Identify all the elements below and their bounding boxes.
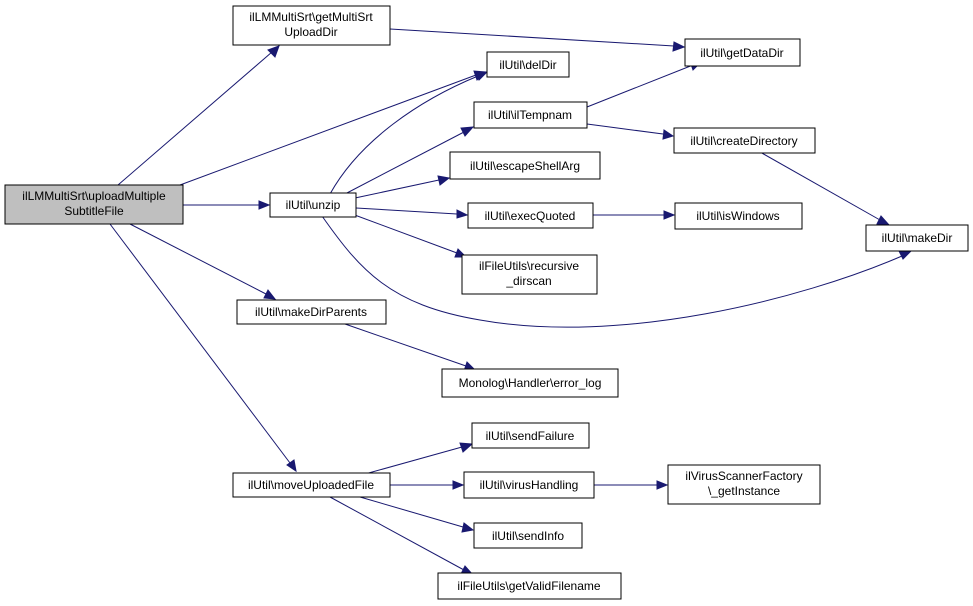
node-is-windows[interactable]: ilUtil\isWindows [674,202,803,230]
edge-moveuploadedfile-to-sendinfo [359,496,475,533]
node-get-valid-filename[interactable]: ilFileUtils\getValidFilename [437,572,622,600]
node-virus-scanner-get-instance[interactable]: ilVirusScannerFactory \_getInstance [667,464,821,505]
node-make-dir-parents[interactable]: ilUtil\makeDirParents [236,299,387,325]
node-label-line: ilUtil\createDirectory [690,134,797,148]
node-label-line: ilUtil\delDir [499,58,556,72]
node-label-line: ilUtil\sendFailure [486,429,575,443]
node-get-data-dir[interactable]: ilUtil\getDataDir [684,38,801,67]
edge-iltempnam-to-createdirectory [586,123,675,140]
node-label-line: ilUtil\escapeShellArg [470,159,580,173]
edge-unzip-to-execquoted [355,207,469,219]
node-label-line: \_getInstance [708,484,780,498]
node-label-line: ilUtil\makeDirParents [255,305,367,319]
edge-unzip-to-makedir [321,215,913,328]
node-send-info[interactable]: ilUtil\sendInfo [473,522,583,549]
node-label-line: UploadDir [284,25,337,39]
edge-root-to-deldir [179,70,488,186]
node-label-line: ilUtil\getDataDir [700,46,783,60]
node-make-dir[interactable]: ilUtil\makeDir [865,224,969,252]
node-label-line: ilUtil\makeDir [882,231,953,245]
node-get-multi-srt-upload-dir[interactable]: ilLMMultiSrt\getMultiSrt UploadDir [232,5,391,46]
node-label-line: ilLMMultiSrt\getMultiSrt [249,10,373,24]
edge-virushandling-to-virusscannergetinstance [594,480,669,490]
node-label-line: ilUtil\unzip [286,198,341,212]
node-label-line: ilLMMultiSrt\uploadMultiple [22,189,166,203]
edge-moveuploadedfile-to-sendfailure [364,442,474,475]
node-label-line: ilUtil\isWindows [696,209,779,223]
node-upload-multiple-subtitle-file[interactable]: ilLMMultiSrt\uploadMultiple SubtitleFile [4,184,184,225]
edge-unzip-to-deldir [329,71,489,195]
node-label-line: SubtitleFile [64,204,124,218]
node-label-line: ilUtil\virusHandling [480,478,579,492]
edge-execquoted-to-iswindows [593,210,676,220]
node-recursive-dirscan[interactable]: ilFileUtils\recursive _dirscan [461,254,598,295]
node-label-line: ilFileUtils\recursive [479,259,579,273]
edge-iltempnam-to-getdatadir [586,60,704,108]
node-label-line: Monolog\Handler\error_log [459,376,602,390]
node-virus-handling[interactable]: ilUtil\virusHandling [463,471,595,499]
node-error-log[interactable]: Monolog\Handler\error_log [441,368,619,398]
node-label-line: ilUtil\sendInfo [492,529,564,543]
node-label-line: _dirscan [505,274,551,288]
node-del-dir[interactable]: ilUtil\delDir [486,51,570,78]
edge-root-to-moveuploadedfile [109,223,297,473]
node-create-directory[interactable]: ilUtil\createDirectory [673,127,816,154]
edge-makedirparents-to-errorlog [344,323,477,372]
edge-unzip-to-recursivedirscan [351,213,468,258]
node-label-line: ilUtil\execQuoted [485,209,576,223]
node-label-line: ilVirusScannerFactory [685,469,802,483]
node-label-line: ilUtil\ilTempnam [488,108,572,122]
edge-root-to-makedirparents [129,223,277,300]
node-unzip[interactable]: ilUtil\unzip [269,192,357,218]
node-exec-quoted[interactable]: ilUtil\execQuoted [467,202,594,229]
edge-unzip-to-escapeshellarg [354,175,451,199]
node-escape-shell-arg[interactable]: ilUtil\escapeShellArg [449,151,601,180]
edge-getmultisrtuploaddir-to-getdatadir [389,28,686,52]
edge-moveuploadedfile-to-virushandling [390,480,465,490]
node-label-line: ilUtil\moveUploadedFile [248,478,374,492]
edge-root-to-getmultisrtuploaddir [117,45,280,186]
edge-root-to-unzip [183,200,271,210]
node-send-failure[interactable]: ilUtil\sendFailure [471,422,590,449]
node-label-line: ilFileUtils\getValidFilename [457,579,600,593]
node-il-tempnam[interactable]: ilUtil\ilTempnam [473,101,588,129]
node-move-uploaded-file[interactable]: ilUtil\moveUploadedFile [232,472,391,498]
edge-unzip-to-iltempnam [344,126,475,195]
